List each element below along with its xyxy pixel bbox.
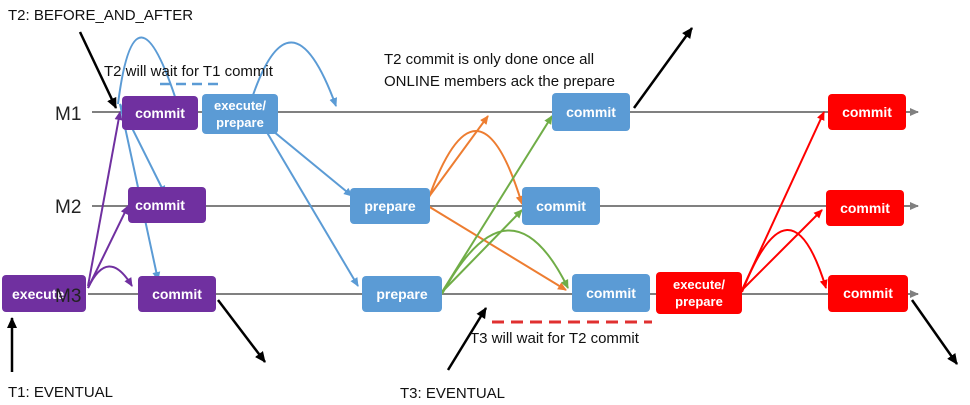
svg-text:commit: commit: [842, 104, 892, 120]
pointer-arrow-t3: [446, 307, 488, 371]
t3-wait-note: T3 will wait for T2 commit: [470, 330, 640, 347]
t3-execute-prepare-box: execute/ prepare: [656, 272, 742, 314]
t2-commit-note-line2: ONLINE members ack the prepare: [384, 73, 615, 90]
t2-prepare-m2-box: prepare: [350, 188, 430, 224]
t2-commit-out-arrow: [632, 27, 694, 109]
t2-wait-note: T2 will wait for T1 commit: [104, 63, 274, 80]
svg-text:commit: commit: [566, 104, 616, 120]
svg-text:prepare: prepare: [364, 198, 416, 214]
svg-text:execute/: execute/: [214, 98, 266, 113]
t2-ack-arrows-m3: [441, 115, 569, 295]
svg-text:commit: commit: [152, 286, 202, 302]
t2-commit-m1-box: commit: [552, 93, 630, 131]
t3-propagation-arrows: [741, 111, 828, 293]
t1-execute-box: execute: [2, 275, 86, 312]
svg-text:commit: commit: [840, 200, 890, 216]
t1-commit-m3-box: commit: [138, 276, 216, 312]
t3-commit-m3-box: commit: [828, 275, 908, 312]
t1-propagation-arrows: [87, 111, 133, 289]
svg-text:commit: commit: [536, 198, 586, 214]
svg-text:prepare: prepare: [376, 286, 428, 302]
t3-commit-m1-box: commit: [828, 94, 906, 130]
svg-text:commit: commit: [586, 285, 636, 301]
t3-commit-out-arrow: [910, 299, 959, 365]
svg-text:commit: commit: [843, 285, 893, 301]
t2-consistency-note: T2: BEFORE_AND_AFTER: [8, 7, 193, 24]
t1-commit-m2-box: commit: [128, 187, 206, 223]
svg-text:execute: execute: [12, 286, 64, 302]
svg-text:execute/: execute/: [673, 277, 725, 292]
t3-commit-m2-box: commit: [826, 190, 904, 226]
t2-commit-m2-box: commit: [522, 187, 600, 225]
t2-prepare-m3-box: prepare: [362, 276, 442, 312]
svg-text:commit: commit: [135, 197, 185, 213]
lane-label-m3: M3: [55, 286, 81, 307]
t1-commit-m1-box: commit: [122, 96, 198, 130]
svg-text:commit: commit: [135, 105, 185, 121]
t1-commit-out-arrow: [217, 299, 266, 363]
t1-consistency-note: T1: EVENTUAL: [8, 384, 113, 401]
svg-text:prepare: prepare: [675, 294, 723, 309]
t3-consistency-note: T3: EVENTUAL: [400, 385, 505, 402]
t2-execute-prepare-box: execute/ prepare: [202, 94, 278, 134]
t2-commit-note-line1: T2 commit is only done once all: [384, 51, 594, 68]
lane-label-m2: M2: [55, 197, 81, 218]
lane-label-m1: M1: [55, 104, 81, 125]
t2-commit-m3-box: commit: [572, 274, 650, 312]
svg-text:prepare: prepare: [216, 115, 264, 130]
pointer-arrow-t2: [78, 31, 118, 109]
t2-ack-arrows-m2: [427, 115, 567, 291]
